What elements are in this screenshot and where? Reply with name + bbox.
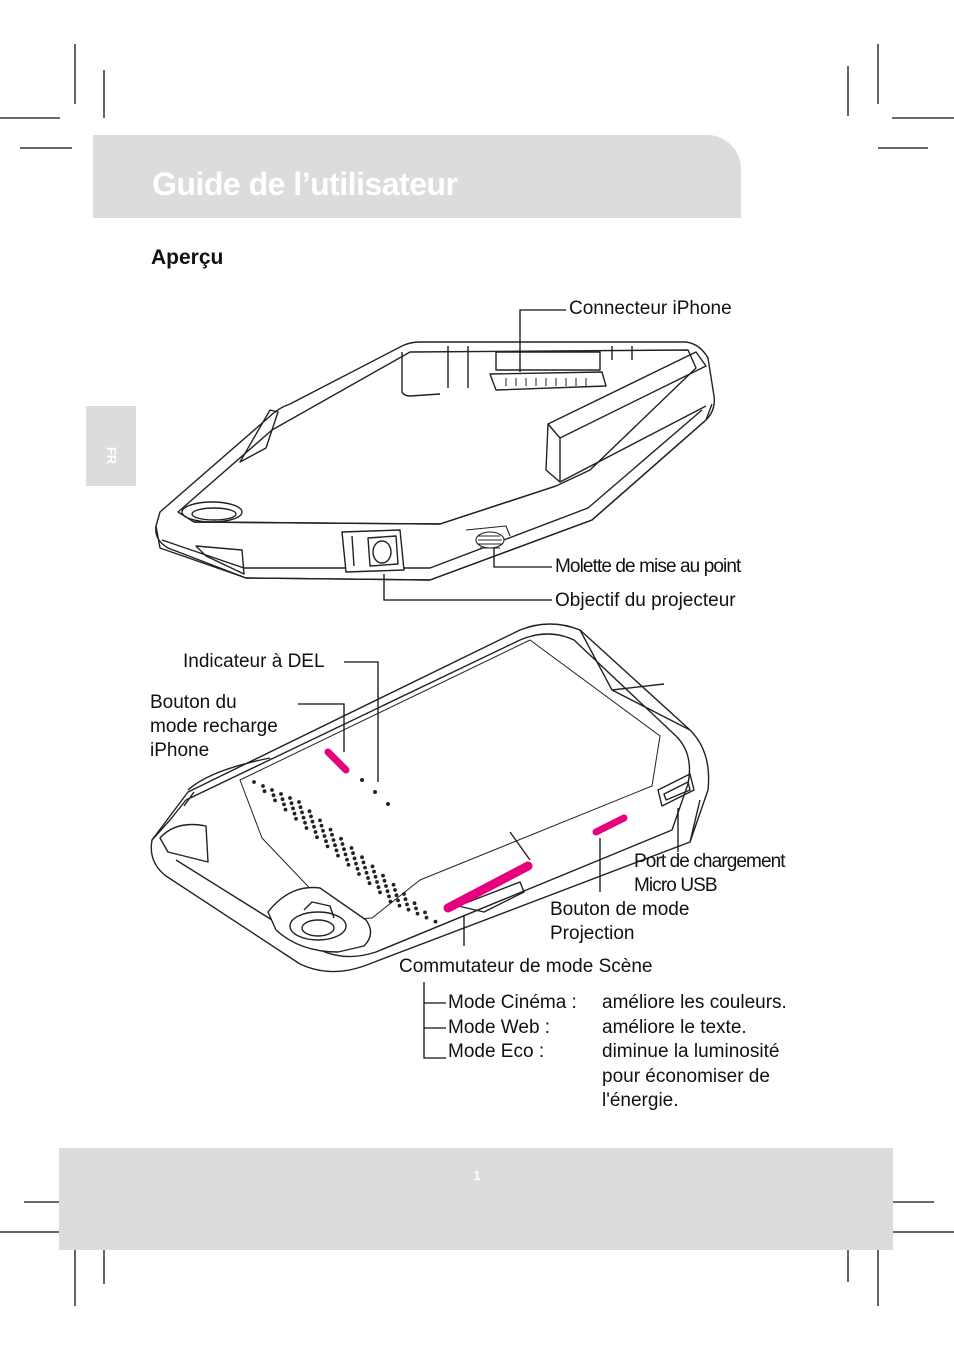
label-usb-port: Port de chargement Micro USB [634, 850, 786, 898]
case-back-illustration [150, 623, 710, 973]
footer-band [59, 1148, 893, 1250]
page-title: Guide de l’utilisateur [152, 166, 458, 202]
mode-web-name: Mode Web : [448, 1017, 551, 1038]
mode-eco-name: Mode Eco : [448, 1041, 545, 1062]
label-led-indicator: Indicateur à DEL [183, 651, 325, 672]
label-focus-wheel: Molette de mise au point [555, 556, 741, 577]
case-frame-illustration [155, 341, 716, 581]
mode-cinema-name: Mode Cinéma : [448, 992, 577, 1013]
label-usb-port-line2: Micro USB [634, 875, 718, 896]
section-title: Aperçu [151, 246, 224, 269]
label-projection-button-line1: Bouton de mode [550, 899, 690, 920]
label-charge-button-line1: Bouton du [150, 692, 237, 713]
mode-eco-desc-line1: diminue la luminosité [602, 1041, 780, 1062]
label-charge-button-line3: iPhone [150, 740, 210, 761]
mode-cinema-desc: améliore les couleurs. [602, 992, 787, 1013]
mode-eco-desc-line3: l'énergie. [602, 1090, 679, 1111]
speaker-grille [252, 780, 438, 924]
magenta-controls [324, 748, 628, 913]
page-number: 1 [473, 1168, 481, 1183]
mode-eco-desc-line2: pour économiser de [602, 1066, 770, 1087]
label-projector-lens: Objectif du projecteur [555, 590, 736, 611]
label-usb-port-line1: Port de chargement [634, 851, 786, 872]
language-tab: FR [86, 406, 136, 486]
mode-web-desc: améliore le texte. [602, 1017, 747, 1038]
label-scene-switch: Commutateur de mode Scène [399, 956, 653, 977]
led-indicator-dots [360, 778, 390, 806]
label-projection-button-line2: Projection [550, 923, 635, 944]
header-band [93, 135, 741, 218]
label-iphone-connector: Connecteur iPhone [569, 298, 732, 319]
callout-leaders [298, 309, 679, 1059]
label-projection-button: Bouton de mode Projection [550, 898, 689, 946]
label-charge-button: Bouton du mode recharge iPhone [150, 691, 278, 763]
label-charge-button-line2: mode recharge [150, 716, 278, 737]
